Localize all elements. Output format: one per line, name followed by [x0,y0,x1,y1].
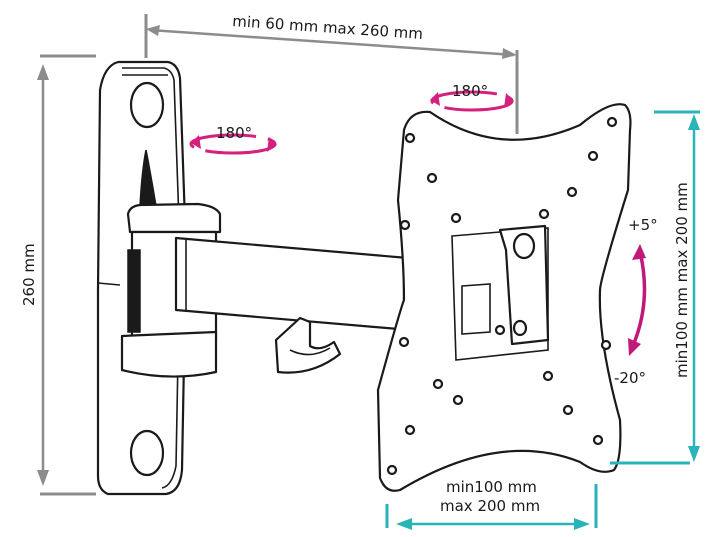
dimension-vesa-vertical: min100 mm max 200 mm [610,110,700,465]
tilt-plus-label: +5° [628,216,658,234]
vesa-holes [386,116,618,476]
height-label: 260 mm [20,243,38,306]
rotation-top-label: 180° [452,82,488,100]
rotation-wall-label: 180° [216,124,252,142]
vesa-vertical-label: min100 mm max 200 mm [673,182,691,378]
dimension-vesa-horizontal: min100 mm max 200 mm [385,478,598,530]
dimension-height: 260 mm [20,54,96,496]
vesa-horizontal-label-line2: max 200 mm [440,497,540,515]
tilt-indicator: +5° -20° [614,216,658,387]
rotation-indicator-top: 180° [430,82,514,112]
dimension-top-width: min 60 mm max 260 mm [144,12,519,134]
vesa-horizontal-label-line1: min100 mm [446,478,537,496]
swivel-arm [120,202,418,378]
rotation-indicator-wall: 180° [189,124,277,155]
vesa-plate [376,103,632,492]
tilt-minus-label: -20° [614,369,646,387]
